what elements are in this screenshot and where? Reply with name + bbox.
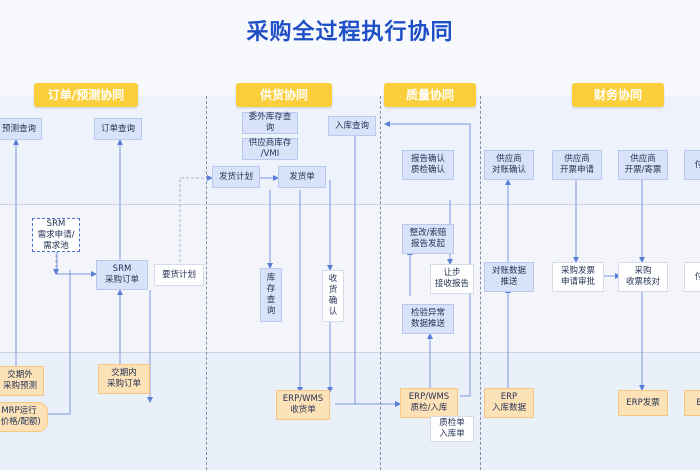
section-header-order: 订单/预测协同	[34, 83, 138, 107]
report-confirm-box: 报告确认 质检确认	[402, 150, 454, 180]
page-title: 采购全过程执行协同	[246, 20, 454, 45]
stock-query-box: 库 存 查 询	[260, 268, 282, 322]
erp-quality-box: ERP/WMS 质检/入库	[400, 388, 458, 418]
in-period-order-box: 交期内 采购订单	[98, 364, 150, 394]
lane-divider-1	[0, 204, 700, 205]
supplier-reconcile-box: 供应商 对账确认	[484, 150, 534, 180]
lane-divider-2	[0, 352, 700, 353]
order-query-box: 订单查询	[94, 118, 142, 140]
supplier-invoice-box: 供应商 开票申请	[552, 150, 602, 180]
vmi-stock-box: 供应商库存 /VMI	[242, 138, 298, 160]
demand-plan-box: 要货计划	[154, 264, 204, 286]
pay-box-top: 付	[684, 150, 700, 180]
erp-box-cut: E	[684, 390, 700, 416]
reconcile-push-box: 对账数据 推送	[484, 262, 534, 292]
receipt-confirm-box: 收 货 确 认	[322, 270, 344, 322]
section-header-quality: 质量协同	[384, 83, 476, 107]
concession-report-box: 让步 接收报告	[430, 264, 474, 294]
srm-pool-box: SRM 需求申请/ 需求池	[32, 218, 80, 252]
erp-invoice-box: ERP发票	[618, 390, 668, 416]
erp-inbound-box: ERP 入库数据	[484, 388, 534, 418]
mrp-run-box: MRP运行 (价格/配额)	[0, 402, 48, 432]
section-header-supply: 供货协同	[236, 83, 332, 107]
ship-order-box: 发货单	[278, 166, 326, 188]
invoice-approve-box: 采购发票 申请审批	[552, 262, 604, 292]
column-divider-3	[480, 96, 481, 470]
column-divider-1	[206, 96, 207, 470]
srm-order-box: SRM 采购订单	[96, 260, 148, 290]
forecast-query-box: 预测查询	[0, 118, 42, 140]
inbound-query-box: 入库查询	[328, 116, 376, 136]
inspect-push-box: 检验异常 数据推送	[402, 304, 454, 334]
outsource-stock-box: 委外库存查 询	[242, 112, 298, 134]
qc-inbound-box: 质检单 入库单	[430, 416, 474, 442]
pay-box-middle: 付	[684, 262, 700, 292]
supplier-invoice-send-box: 供应商 开票/寄票	[618, 150, 668, 180]
erp-receipt-box: ERP/WMS 收货单	[276, 390, 330, 420]
column-divider-2	[380, 96, 381, 470]
section-header-finance: 财务协同	[572, 83, 664, 107]
out-period-forecast-box: 交期外 采购预测	[0, 366, 44, 396]
rectify-report-box: 整改/索赔 报告发起	[402, 224, 454, 254]
receive-check-box: 采购 收票核对	[618, 262, 668, 292]
ship-plan-box: 发货计划	[212, 166, 260, 188]
